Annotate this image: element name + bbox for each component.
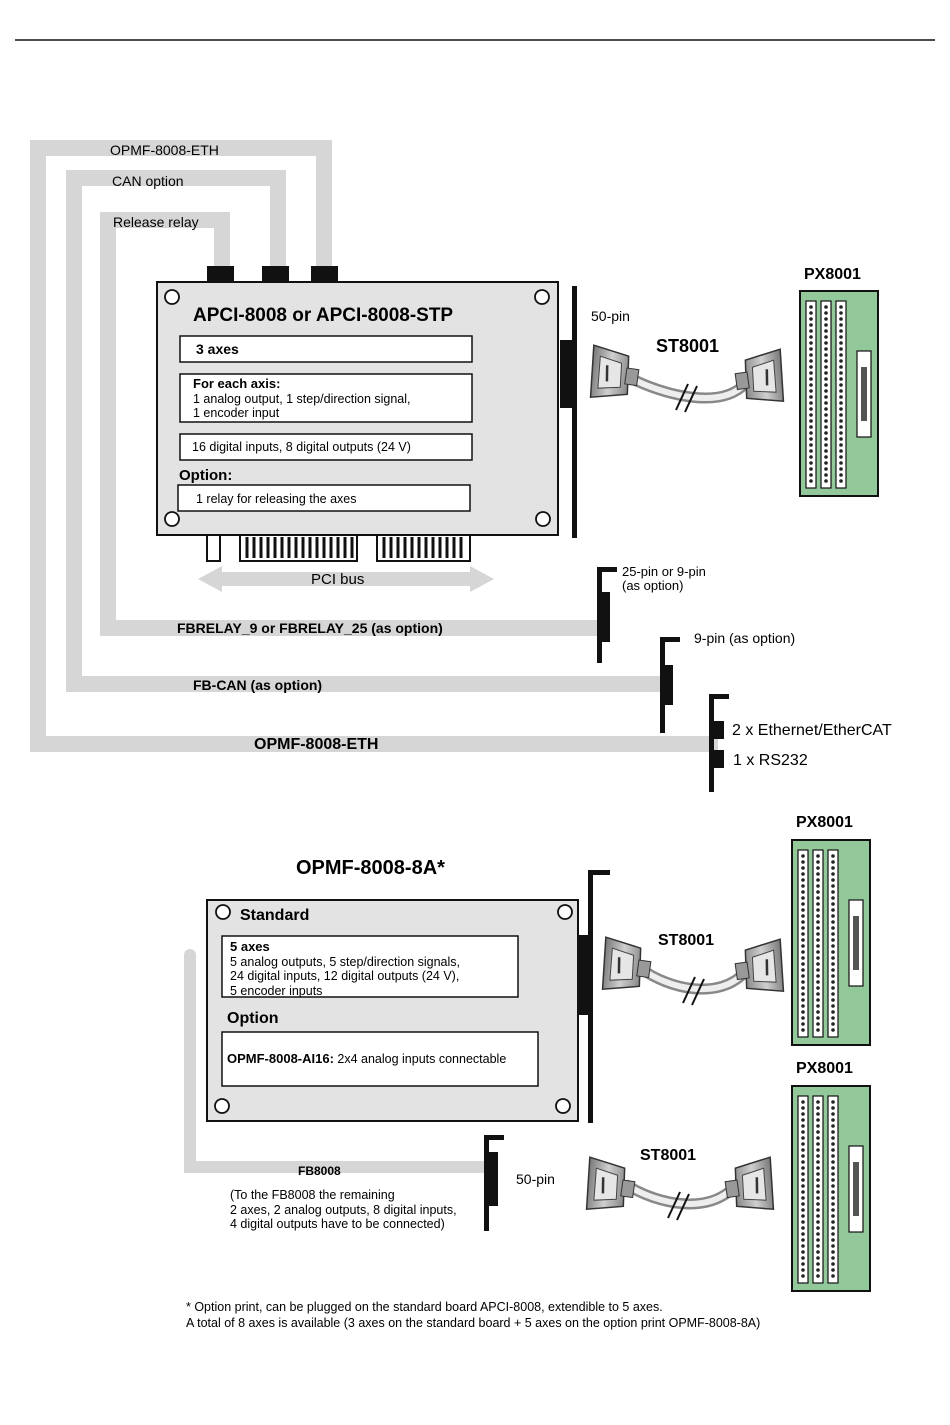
footnote-line: A total of 8 axes is available (3 axes o…: [186, 1316, 761, 1330]
pci-pins: [245, 537, 463, 558]
connector-plug-icon: [721, 1155, 779, 1217]
can-header: [262, 266, 289, 283]
relay-header: [207, 266, 234, 283]
footnote: * Option print, can be plugged on the st…: [186, 1299, 760, 1331]
main-board-axes: 3 axes: [196, 341, 239, 357]
option-section-title: Option: [227, 1010, 279, 1027]
px8001-bottom-label: PX8001: [796, 1060, 853, 1077]
connector-plug-icon: [597, 935, 655, 997]
cable-break-icon: [682, 976, 696, 1004]
five-axes-line: 5 analog outputs, 5 step/direction signa…: [230, 954, 461, 969]
st8001-mid-label: ST8001: [658, 932, 715, 949]
connector-plug-icon: [581, 1155, 639, 1217]
terminal-block-icon: [791, 1085, 871, 1292]
cable-break-icon: [667, 1191, 681, 1219]
main-board-bracket: [572, 286, 577, 538]
st8001-cable-top: [585, 343, 789, 413]
st8001-cable-mid: [597, 935, 789, 1006]
pin9-label: 9-pin (as option): [694, 630, 796, 646]
fb8008-label: FB8008: [298, 1164, 341, 1178]
option-board-title: OPMF-8008-8A*: [296, 857, 445, 879]
main-board-title: APCI-8008 or APCI-8008-STP: [193, 305, 454, 326]
option-board-connector: [578, 935, 593, 1015]
st8001-cable-bottom: [581, 1155, 779, 1221]
pci-bus-arrow: [198, 566, 494, 592]
main-board-50pin-connector: [560, 340, 576, 408]
fb8008-note-line: 4 digital outputs have to be connected): [230, 1217, 445, 1231]
fb8008-note: (To the FB8008 the remaining 2 axes, 2 a…: [230, 1188, 457, 1232]
fb8008-bracket: [484, 1135, 504, 1231]
relay-cable-label: Release relay: [113, 214, 199, 230]
five-axes-title: 5 axes: [230, 939, 270, 954]
rs232-label: 1 x RS232: [733, 752, 808, 769]
fbcan-label: FB-CAN (as option): [193, 677, 323, 693]
per-axis-title: For each axis:: [193, 376, 281, 391]
pci-edge-connector: [206, 535, 471, 562]
connector-plug-icon: [731, 937, 789, 999]
st8001-bottom-label: ST8001: [640, 1147, 697, 1164]
ai16-bold: OPMF-8008-AI16:: [227, 1051, 334, 1066]
pin50-label: 50-pin: [591, 308, 630, 324]
per-axis-line: 1 analog output, 1 step/direction signal…: [193, 391, 411, 406]
option-board: [206, 899, 579, 1122]
pci-bus-label: PCI bus: [311, 571, 365, 588]
fbrelay-bracket: [597, 567, 617, 663]
five-axes-line: 24 digital inputs, 12 digital outputs (2…: [230, 969, 460, 983]
fb8008-note-line: 2 axes, 2 analog outputs, 8 digital inpu…: [230, 1202, 457, 1217]
main-option-title: Option:: [179, 467, 233, 484]
digital-io-text: 16 digital inputs, 8 digital outputs (24…: [192, 440, 411, 454]
connector-plug-icon: [731, 347, 789, 409]
px8001-top-label: PX8001: [804, 266, 861, 283]
relay-option-text: 1 relay for releasing the axes: [196, 492, 357, 506]
ethernet-label: 2 x Ethernet/EtherCAT: [732, 722, 892, 739]
terminal-block-icon: [799, 290, 879, 497]
pin25-9-line: 25-pin or 9-pin: [622, 564, 706, 579]
eth-cable-label: OPMF-8008-ETH: [110, 142, 219, 158]
per-axis-line: 1 encoder input: [193, 406, 280, 420]
ai16-text: OPMF-8008-AI16: 2x4 analog inputs connec…: [227, 1051, 507, 1067]
cable-break-icon: [675, 383, 689, 411]
pin25-9-label: 25-pin or 9-pin (as option): [622, 565, 706, 593]
eth-bottom-label: OPMF-8008-ETH: [254, 736, 379, 753]
fbrelay-label: FBRELAY_9 or FBRELAY_25 (as option): [177, 620, 443, 636]
fbcan-bracket: [660, 637, 680, 733]
px8001-mid-label: PX8001: [796, 814, 853, 831]
per-axis-box: For each axis: 1 analog output, 1 step/d…: [193, 376, 411, 421]
fb8008-cable: [184, 949, 486, 1173]
fb8008-note-line: (To the FB8008 the remaining: [230, 1188, 395, 1202]
five-axes-line: 5 encoder inputs: [230, 983, 323, 998]
standard-title: Standard: [240, 907, 310, 924]
st8001-top-label: ST8001: [656, 336, 720, 356]
five-axes-box: 5 axes 5 analog outputs, 5 step/directio…: [230, 939, 461, 998]
cable-paths: [30, 140, 718, 752]
pin25-9-line: (as option): [622, 578, 684, 593]
can-cable-label: CAN option: [112, 173, 184, 189]
footnote-line: * Option print, can be plugged on the st…: [186, 1300, 663, 1314]
eth-header: [311, 266, 338, 283]
connector-plug-icon: [585, 343, 643, 405]
pin50-bottom-label: 50-pin: [516, 1171, 555, 1187]
terminal-block-icon: [791, 839, 871, 1046]
ai16-desc: 2x4 analog inputs connectable: [333, 1052, 507, 1066]
main-board: [156, 281, 559, 536]
eth-bracket: [709, 694, 729, 792]
